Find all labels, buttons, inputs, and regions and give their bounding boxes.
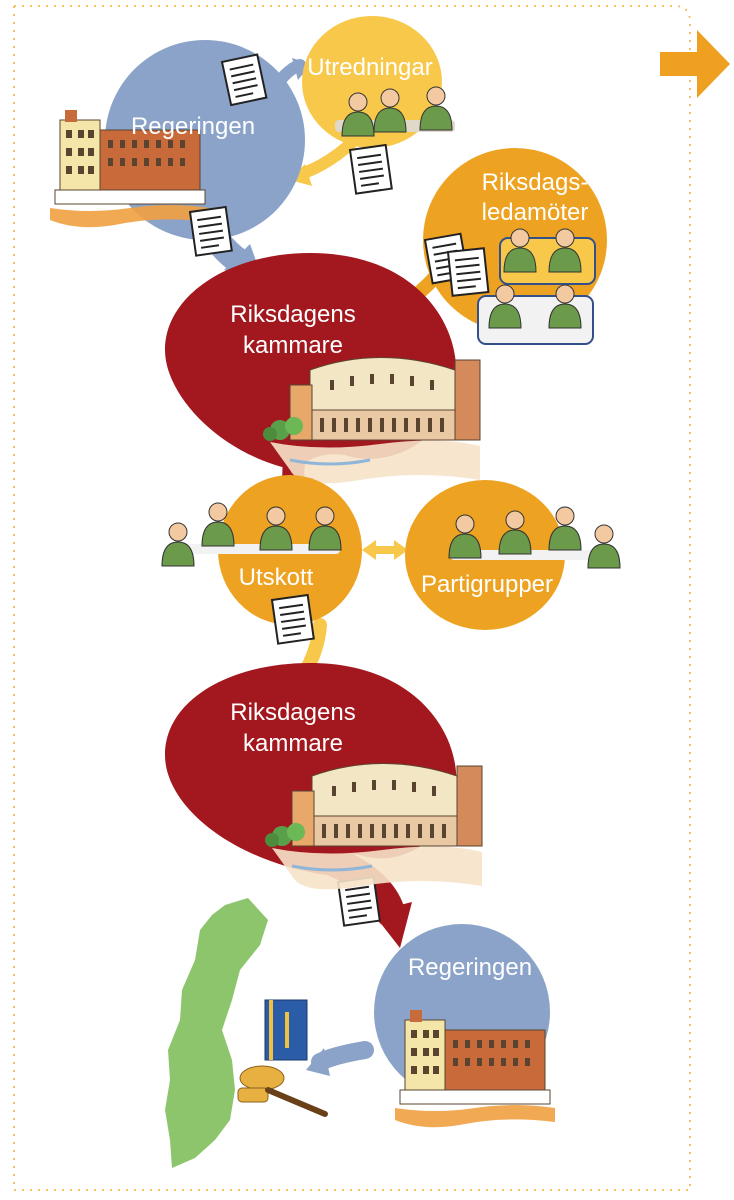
- document-icon: [447, 247, 490, 297]
- sweden-map-icon: [165, 898, 268, 1168]
- document-icon: [221, 53, 268, 107]
- kammare-1-label-line2: kammare: [243, 332, 343, 359]
- regeringen-top-label: Regeringen: [131, 113, 255, 140]
- utredningar-label: Utredningar: [307, 54, 432, 81]
- riksdagsledamoter-label-line1: Riksdags-: [482, 169, 589, 196]
- document-icon: [189, 205, 233, 257]
- riksdagsledamoter-label-line2: ledamöter: [482, 199, 589, 226]
- document-icon: [271, 593, 315, 645]
- kammare-2-label-line1: Riksdagens: [230, 699, 355, 726]
- meeting-people-icon: [161, 502, 342, 567]
- document-icon: [349, 143, 393, 195]
- next-arrow-icon[interactable]: [660, 30, 730, 98]
- regeringen-bottom-label: Regeringen: [408, 954, 532, 981]
- kammare-2-label-line2: kammare: [243, 730, 343, 757]
- gavel-icon: [237, 1065, 328, 1117]
- utredningar-node: [302, 16, 442, 148]
- meeting-people-icon: [335, 86, 455, 137]
- page-border: [14, 5, 691, 1190]
- law-book-icon: [264, 999, 308, 1061]
- partigrupper-label: Partigrupper: [421, 571, 553, 598]
- meeting-people-icon: [477, 228, 596, 345]
- utskott-label: Utskott: [239, 564, 314, 591]
- arrow-regeringen-to-law: [311, 1041, 374, 1071]
- kammare-1-label-line1: Riksdagens: [230, 301, 355, 328]
- meeting-people-icon: [448, 506, 621, 569]
